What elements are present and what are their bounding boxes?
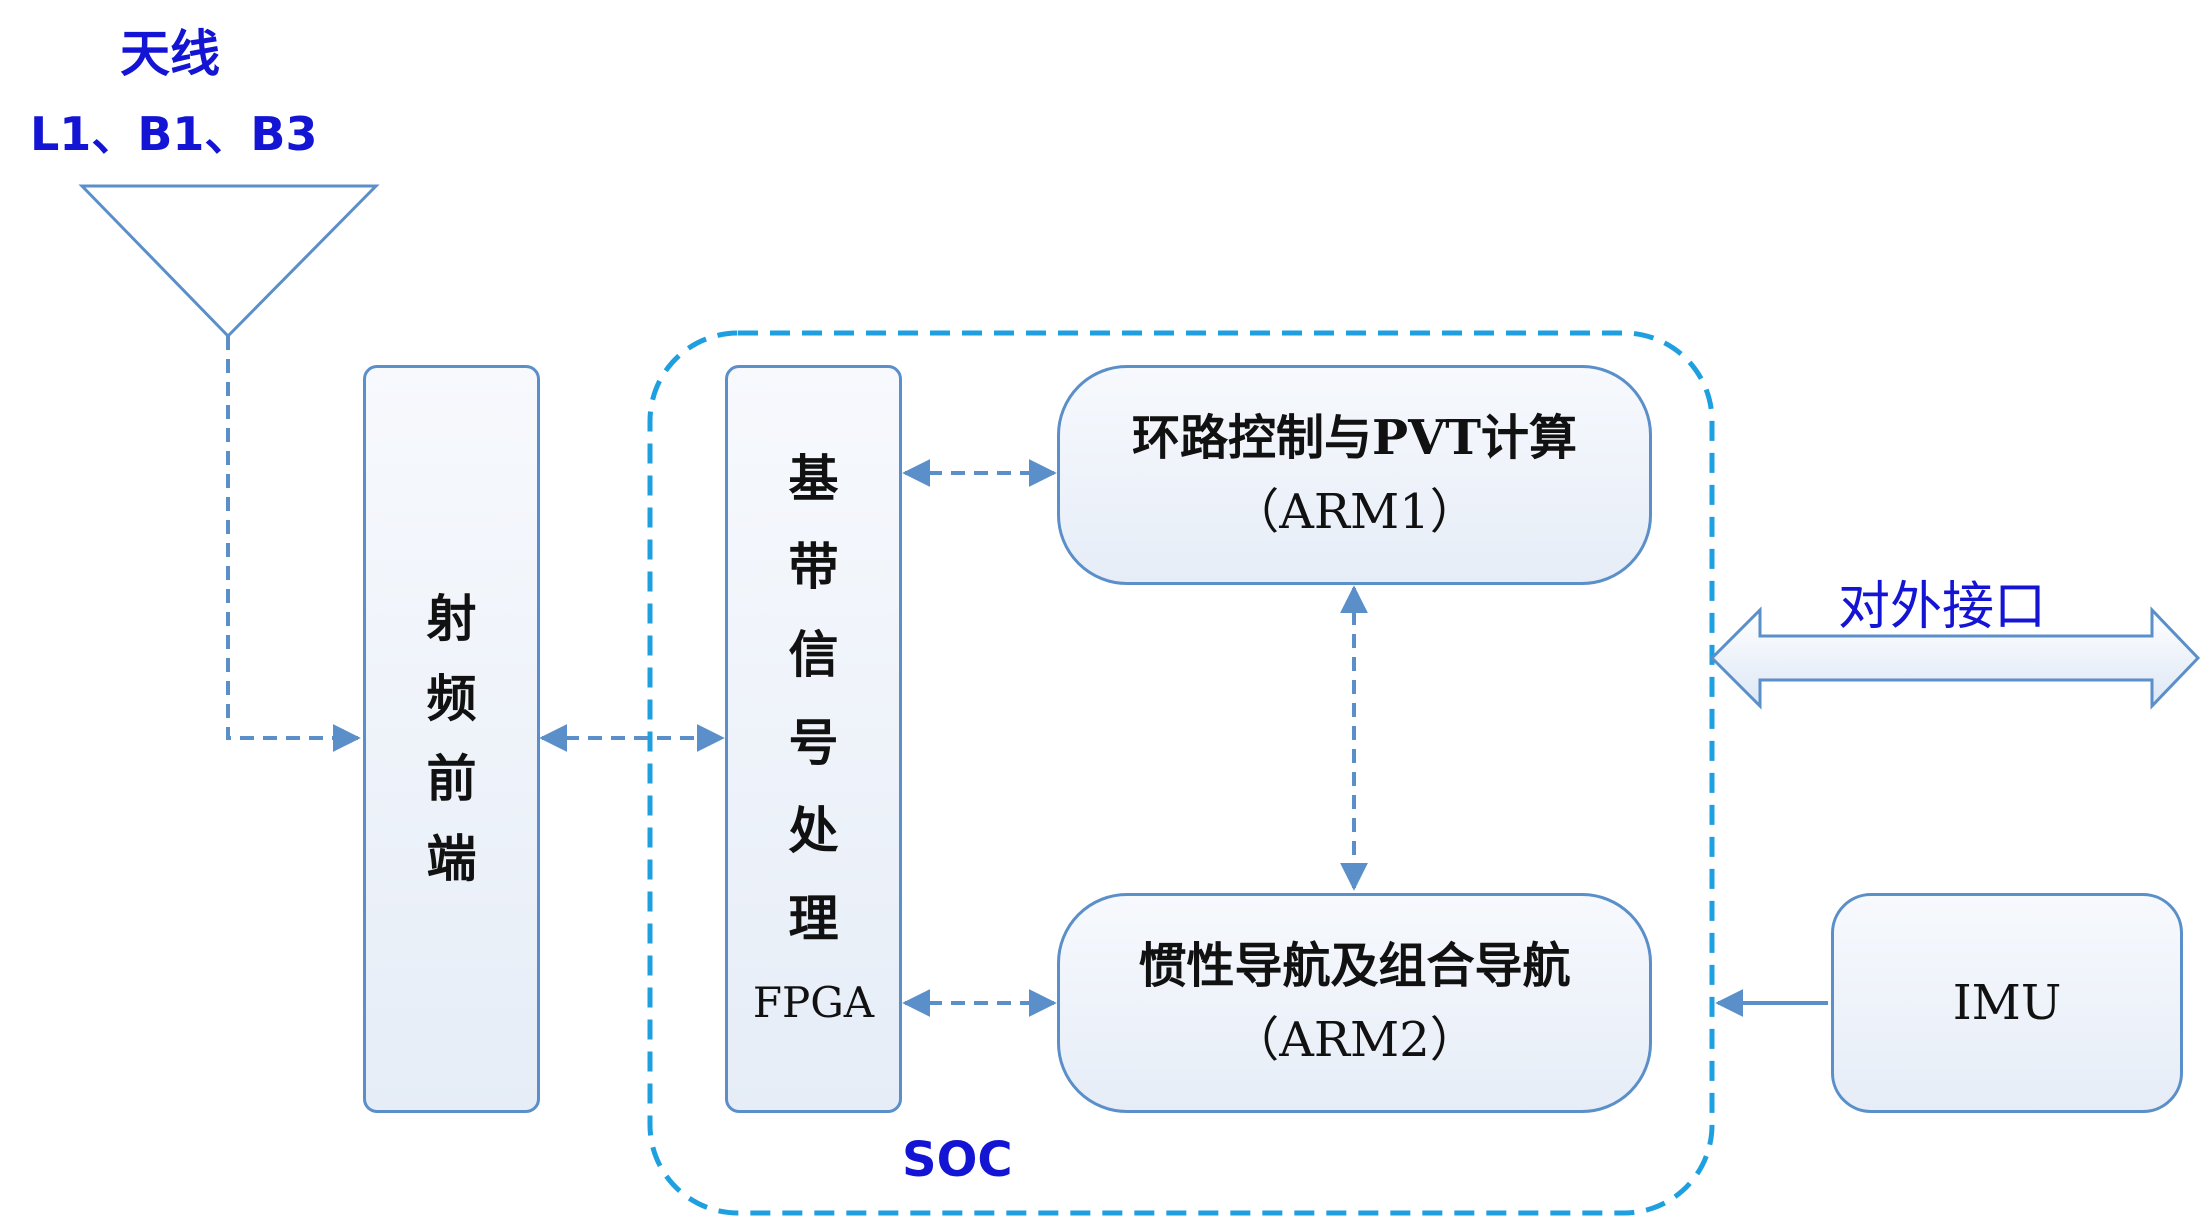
soc-label: SOC <box>902 1132 1013 1188</box>
arm1-subtitle: （ARM1） <box>1231 484 1478 540</box>
rf-char: 射 <box>426 589 477 648</box>
external-interface-label: 对外接口 <box>1838 577 2047 637</box>
antenna-title: 天线 <box>120 25 220 83</box>
imu-block: IMU <box>1831 893 2183 1113</box>
arm2-title: 惯性导航及组合导航 <box>1138 937 1571 994</box>
arm1-title: 环路控制与PVT计算 <box>1131 409 1578 466</box>
imu-label: IMU <box>1952 975 2062 1031</box>
baseband-char: 处 <box>788 801 839 860</box>
baseband-char: 信 <box>788 625 839 684</box>
rf-front-end-block: 射 频 前 端 <box>363 365 540 1113</box>
antenna-icon <box>78 184 380 339</box>
rf-char: 频 <box>426 669 477 728</box>
baseband-char: 基 <box>788 449 839 508</box>
antenna-bands: L1、B1、B3 <box>30 107 318 161</box>
arm2-navigation-block: 惯性导航及组合导航 （ARM2） <box>1057 893 1652 1113</box>
baseband-char: 理 <box>788 889 839 948</box>
arm2-subtitle: （ARM2） <box>1231 1012 1478 1068</box>
rf-char: 端 <box>426 829 477 888</box>
arm1-loop-control-block: 环路控制与PVT计算 （ARM1） <box>1057 365 1652 585</box>
baseband-char: 号 <box>788 713 839 772</box>
rf-front-end-label: 射 频 前 端 <box>427 594 477 884</box>
baseband-label: 基 带 信 号 处 理 FPGA <box>753 454 874 1024</box>
antenna-to-rf-arrow <box>226 336 361 752</box>
baseband-char: 带 <box>788 537 839 596</box>
external-interface-arrow <box>1709 606 2201 710</box>
baseband-fpga-block: 基 带 信 号 处 理 FPGA <box>725 365 902 1113</box>
rf-char: 前 <box>426 749 477 808</box>
soc-boundary <box>647 330 1715 1216</box>
baseband-fpga-text: FPGA <box>752 978 875 1027</box>
